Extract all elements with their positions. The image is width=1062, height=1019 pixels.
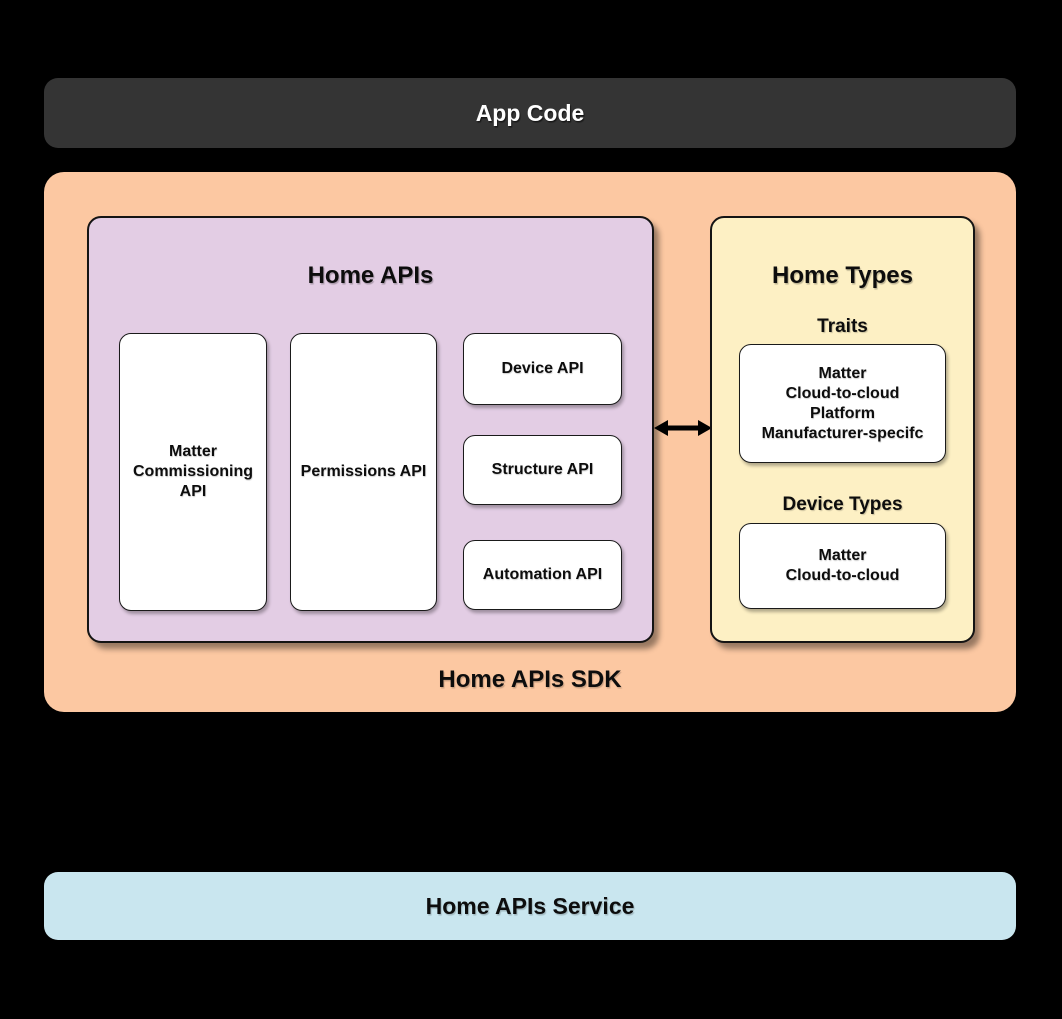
traits-box: Matter Cloud-to-cloud Platform Manufactu… [739, 344, 946, 463]
home-apis-panel: Home APIs Matter Commissioning API Permi… [87, 216, 654, 643]
box-label: Permissions API [300, 463, 427, 480]
app-code-label: App Code [475, 99, 585, 126]
device-api-box: Device API [463, 333, 622, 405]
home-apis-title: Home APIs [307, 262, 434, 289]
box-label: Device API [501, 360, 584, 377]
box-label: Automation API [482, 566, 603, 583]
box-label-line: Manufacturer-specifc [761, 424, 924, 442]
permissions-api-box: Permissions API [290, 333, 437, 611]
device-types-heading: Device Types [782, 494, 903, 515]
traits-heading: Traits [817, 316, 868, 337]
box-label-line: API [179, 483, 207, 500]
home-apis-service-label: Home APIs Service [425, 892, 635, 919]
box-label-line: Matter [818, 364, 867, 382]
box-label-line: Cloud-to-cloud [785, 567, 900, 584]
home-apis-service-box: Home APIs Service [44, 872, 1016, 940]
home-apis-sdk-box: Home APIs Matter Commissioning API Permi… [44, 172, 1016, 712]
box-label: Structure API [491, 461, 594, 478]
home-types-panel: Home Types Traits Matter Cloud-to-cloud … [710, 216, 975, 643]
box-label-line: Matter [818, 547, 867, 564]
box-label-line: Cloud-to-cloud [785, 384, 900, 402]
box-label-line: Matter [168, 443, 217, 460]
box-label-line: Commissioning [132, 463, 253, 480]
automation-api-box: Automation API [463, 540, 622, 610]
app-code-box: App Code [44, 78, 1016, 148]
home-apis-sdk-label: Home APIs SDK [438, 666, 622, 693]
matter-commissioning-api-box: Matter Commissioning API [119, 333, 267, 611]
structure-api-box: Structure API [463, 435, 622, 505]
home-types-title: Home Types [772, 262, 913, 289]
box-label-line: Platform [810, 404, 875, 422]
device-types-box: Matter Cloud-to-cloud [739, 523, 946, 609]
bidirectional-arrow-icon [654, 420, 712, 436]
